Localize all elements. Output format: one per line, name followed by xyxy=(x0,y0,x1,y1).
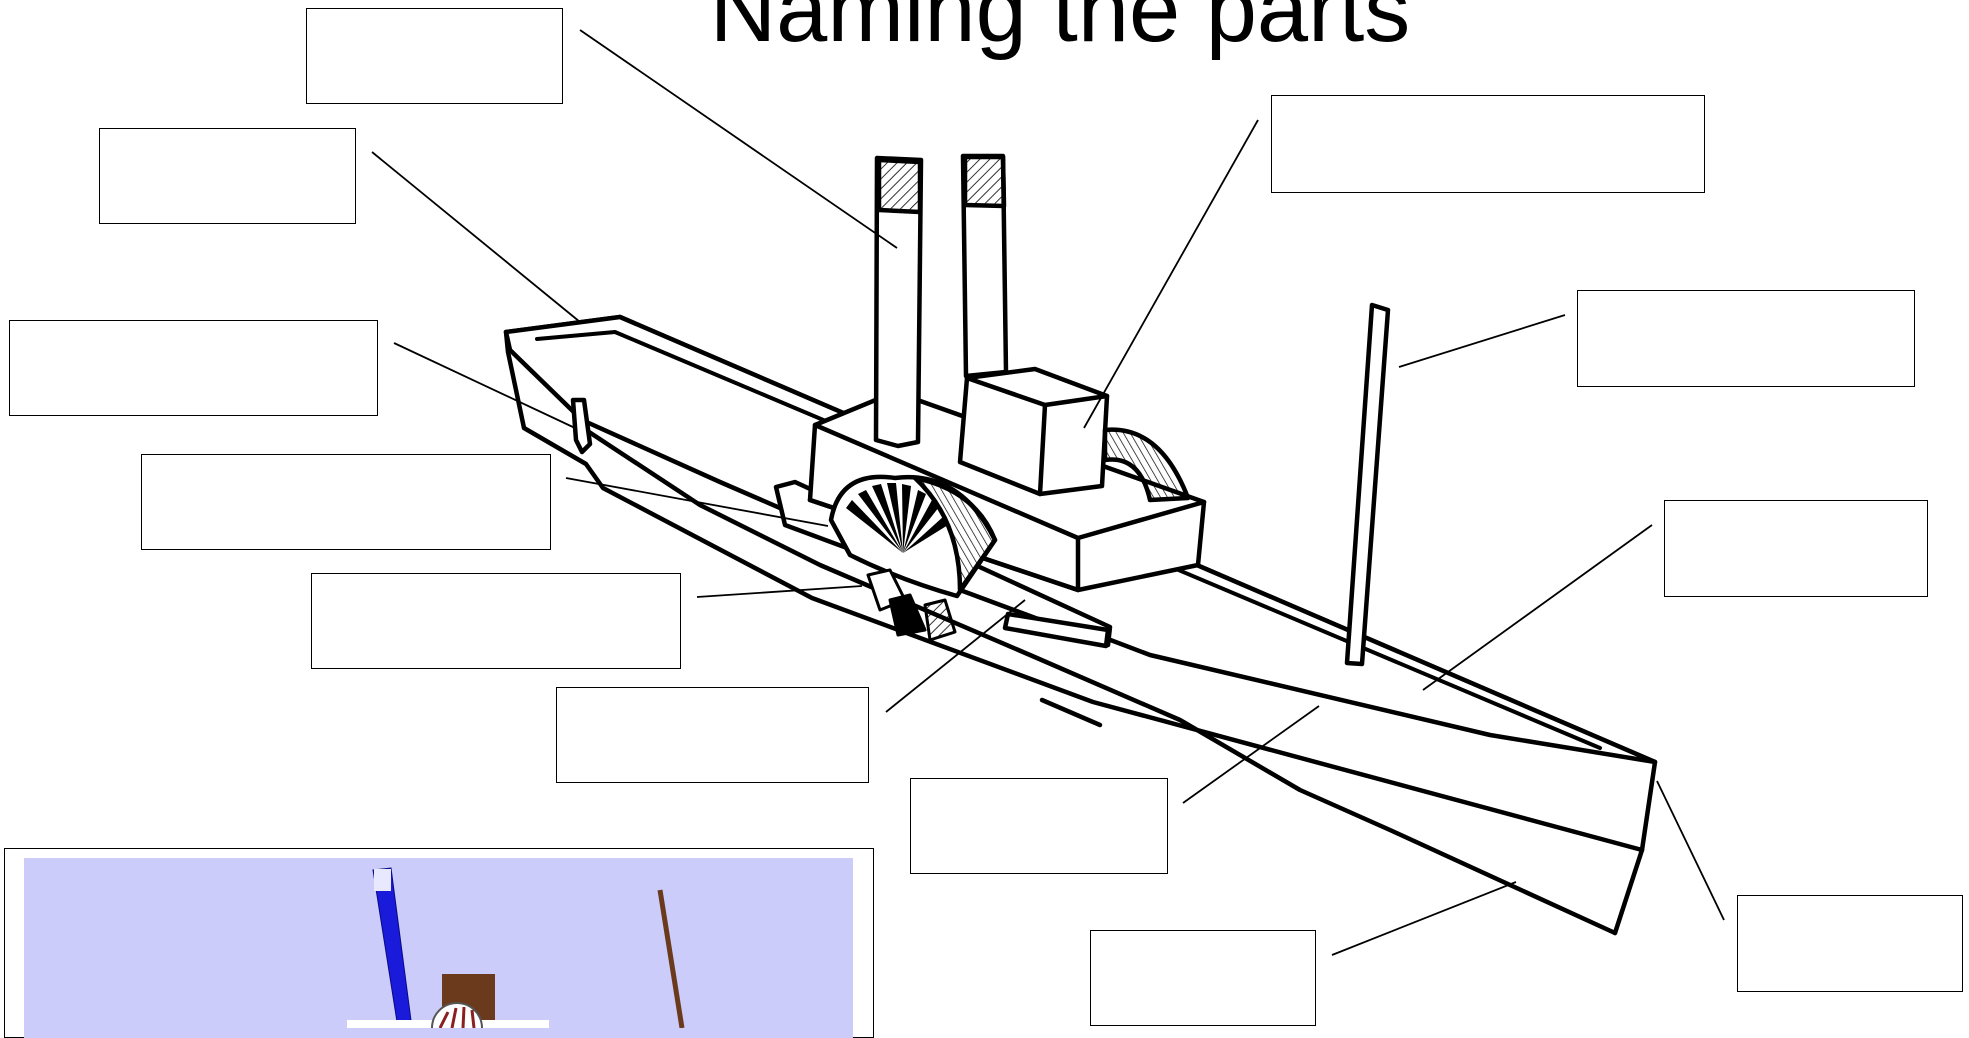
label-box-4[interactable] xyxy=(141,454,551,550)
inset-boat xyxy=(347,867,685,1028)
rudder xyxy=(570,397,593,455)
far-paddle-box xyxy=(1102,427,1191,503)
label-box-3[interactable] xyxy=(9,320,378,416)
label-box-10[interactable] xyxy=(1577,290,1915,387)
label-box-7[interactable] xyxy=(910,778,1168,874)
wheel-hub xyxy=(866,568,957,642)
label-box-9[interactable] xyxy=(1271,95,1705,193)
label-box-5[interactable] xyxy=(311,573,681,669)
label-box-11[interactable] xyxy=(1664,500,1928,597)
mast xyxy=(1344,302,1391,667)
label-box-8[interactable] xyxy=(1090,930,1316,1026)
leader-lines xyxy=(371,29,1725,956)
label-box-12[interactable] xyxy=(1737,895,1963,992)
page-title: Naming the parts xyxy=(709,0,1411,61)
label-box-6[interactable] xyxy=(556,687,869,783)
paddle-wheel xyxy=(846,483,948,553)
label-box-2[interactable] xyxy=(99,128,356,224)
label-box-1[interactable] xyxy=(306,8,563,104)
inset-picture xyxy=(24,858,853,1038)
